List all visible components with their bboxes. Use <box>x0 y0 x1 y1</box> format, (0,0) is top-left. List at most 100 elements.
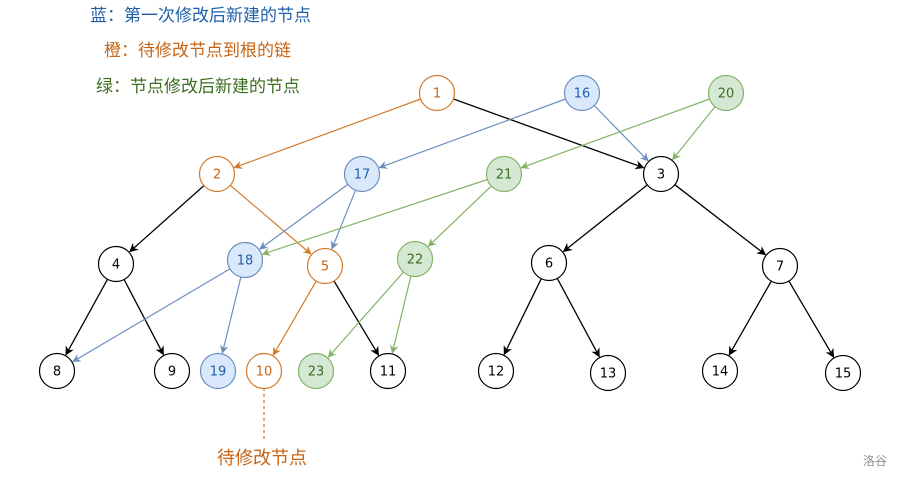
edge-4-to-9 <box>123 279 164 356</box>
node-6: 6 <box>530 244 568 282</box>
annotation-text: 待修改节点 <box>217 448 307 469</box>
node-label: 21 <box>496 168 513 183</box>
edge-3-to-6 <box>562 184 648 253</box>
edge-4-to-8 <box>65 278 109 356</box>
edge-16-to-3 <box>593 105 649 162</box>
edge-18-to-8 <box>72 268 231 363</box>
edge-20-to-3 <box>672 106 716 161</box>
edge-22-to-11 <box>389 275 412 354</box>
node-label: 19 <box>210 365 227 380</box>
node-circle <box>418 74 456 112</box>
legend-green: 绿：节点修改后新建的节点 <box>96 77 300 97</box>
edge-3-to-7 <box>674 184 767 256</box>
node-22: 22 <box>396 240 434 278</box>
node-label: 9 <box>168 365 176 380</box>
node-20: 20 <box>707 74 745 112</box>
node-label: 17 <box>354 168 371 183</box>
node-circle <box>369 352 407 390</box>
node-circle <box>642 155 680 193</box>
edge-2-to-4 <box>129 185 205 253</box>
node-circle <box>563 74 601 112</box>
node-7: 7 <box>761 247 799 285</box>
edge-1-to-3 <box>453 98 645 170</box>
node-circle <box>824 354 862 392</box>
node-13: 13 <box>589 354 627 392</box>
node-label: 18 <box>237 254 254 269</box>
node-label: 3 <box>657 168 665 183</box>
node-2: 2 <box>198 155 236 193</box>
node-17: 17 <box>343 155 381 193</box>
node-circle <box>153 352 191 390</box>
node-3: 3 <box>642 155 680 193</box>
edge-6-to-12 <box>503 278 542 356</box>
node-23: 23 <box>297 352 335 390</box>
node-label: 5 <box>321 260 329 275</box>
watermark: 洛谷 <box>863 454 888 468</box>
node-circle <box>589 354 627 392</box>
legend-blue: 蓝：第一次修改后新建的节点 <box>90 6 311 26</box>
node-circle <box>343 155 381 193</box>
node-label: 12 <box>488 365 505 380</box>
node-circle <box>701 352 739 390</box>
node-16: 16 <box>563 74 601 112</box>
nodes: 1 16 20 2 17 21 3 4 18 5 22 6 7 8 9 19 10 23 11 12 13 14 15 <box>38 74 862 392</box>
node-circle <box>226 241 264 279</box>
edge-17-to-5 <box>330 189 357 250</box>
node-label: 13 <box>600 367 617 382</box>
edge-6-to-13 <box>556 278 600 358</box>
node-12: 12 <box>477 352 515 390</box>
node-18: 18 <box>226 241 264 279</box>
node-circle <box>761 247 799 285</box>
node-label: 10 <box>256 365 273 380</box>
node-circle <box>245 352 283 390</box>
edge-16-to-17 <box>378 98 566 169</box>
node-circle <box>485 155 523 193</box>
legend-orange: 橙：待修改节点到根的链 <box>104 41 291 61</box>
node-circle <box>306 247 344 285</box>
node-9: 9 <box>153 352 191 390</box>
node-label: 15 <box>835 367 852 382</box>
node-5: 5 <box>306 247 344 285</box>
node-label: 20 <box>718 87 735 102</box>
node-circle <box>199 352 237 390</box>
node-10: 10 <box>245 352 283 390</box>
node-circle <box>97 245 135 283</box>
edges <box>65 98 835 363</box>
node-19: 19 <box>199 352 237 390</box>
node-8: 8 <box>38 352 76 390</box>
node-label: 2 <box>213 168 221 183</box>
edge-17-to-18 <box>259 183 349 250</box>
edge-5-to-10 <box>272 280 317 356</box>
node-circle <box>530 244 568 282</box>
node-label: 8 <box>53 365 61 380</box>
node-circle <box>297 352 335 390</box>
node-circle <box>477 352 515 390</box>
edge-7-to-15 <box>788 280 835 358</box>
node-label: 11 <box>380 365 397 380</box>
node-circle <box>198 155 236 193</box>
node-14: 14 <box>701 352 739 390</box>
node-label: 7 <box>776 260 784 275</box>
node-1: 1 <box>418 74 456 112</box>
node-label: 1 <box>433 87 441 102</box>
edge-5-to-11 <box>333 280 380 356</box>
node-circle <box>707 74 745 112</box>
edge-21-to-22 <box>427 185 492 247</box>
edge-22-to-23 <box>327 271 404 358</box>
edge-7-to-14 <box>728 280 772 356</box>
edge-21-to-18 <box>261 178 488 256</box>
edge-18-to-19 <box>220 276 242 354</box>
node-circle <box>396 240 434 278</box>
node-15: 15 <box>824 354 862 392</box>
node-21: 21 <box>485 155 523 193</box>
node-label: 16 <box>574 87 591 102</box>
node-label: 14 <box>712 365 729 380</box>
node-label: 23 <box>308 365 325 380</box>
node-label: 4 <box>112 258 120 273</box>
node-11: 11 <box>369 352 407 390</box>
edge-1-to-2 <box>233 98 421 169</box>
node-label: 22 <box>407 253 424 268</box>
node-circle <box>38 352 76 390</box>
node-4: 4 <box>97 245 135 283</box>
